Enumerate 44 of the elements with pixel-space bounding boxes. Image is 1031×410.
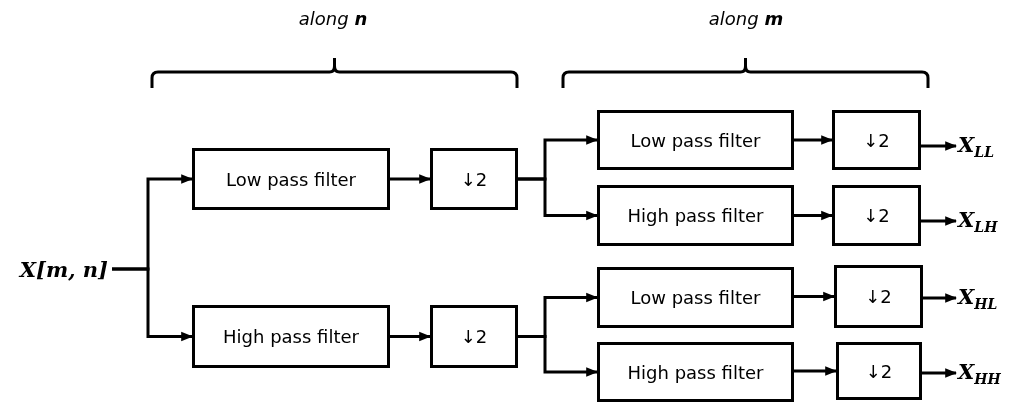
process-box bbox=[597, 110, 794, 170]
signal-label: X$_{HL}$ bbox=[958, 280, 1016, 316]
arrow bbox=[921, 141, 958, 151]
arrow bbox=[518, 177, 599, 221]
arrow bbox=[112, 267, 194, 342]
axis-label: along m bbox=[708, 8, 784, 29]
block-label: High pass filter bbox=[627, 361, 764, 383]
arrow bbox=[921, 216, 958, 226]
block-label: ↓2 bbox=[865, 360, 893, 382]
process-box bbox=[597, 185, 794, 246]
process-box bbox=[430, 305, 518, 368]
process-box bbox=[832, 110, 921, 170]
block-label: High pass filter bbox=[627, 205, 764, 226]
arrow bbox=[794, 135, 834, 145]
process-box bbox=[836, 342, 922, 400]
block-label: Low pass filter bbox=[630, 129, 761, 151]
arrow bbox=[794, 210, 834, 221]
block-label: Low pass filter bbox=[226, 168, 356, 190]
arrow bbox=[922, 368, 958, 378]
process-box bbox=[430, 148, 518, 210]
process-box bbox=[832, 185, 921, 246]
block-label: ↓2 bbox=[863, 129, 890, 151]
signal-label: X[m, n] bbox=[4, 252, 108, 286]
signal-label: X$_{LL}$ bbox=[958, 128, 1016, 164]
block-label: ↓2 bbox=[865, 286, 892, 307]
signal-label: X$_{HH}$ bbox=[958, 355, 1016, 391]
block-label: ↓2 bbox=[460, 326, 488, 347]
arrow bbox=[518, 335, 599, 377]
process-box bbox=[834, 265, 923, 328]
process-box bbox=[192, 305, 390, 368]
arrow bbox=[923, 293, 958, 303]
axis-label: along n bbox=[298, 8, 368, 29]
block-label: High pass filter bbox=[223, 326, 359, 347]
arrow bbox=[390, 174, 432, 184]
block-label: ↓2 bbox=[460, 168, 488, 190]
process-box bbox=[597, 342, 794, 402]
process-box bbox=[597, 267, 794, 328]
signal-label: X$_{LH}$ bbox=[958, 203, 1016, 239]
block-label: ↓2 bbox=[863, 205, 890, 226]
process-box bbox=[192, 148, 390, 210]
arrow bbox=[390, 331, 432, 342]
arrow bbox=[794, 291, 836, 302]
arrow bbox=[794, 366, 838, 376]
block-label: Low pass filter bbox=[630, 287, 761, 308]
